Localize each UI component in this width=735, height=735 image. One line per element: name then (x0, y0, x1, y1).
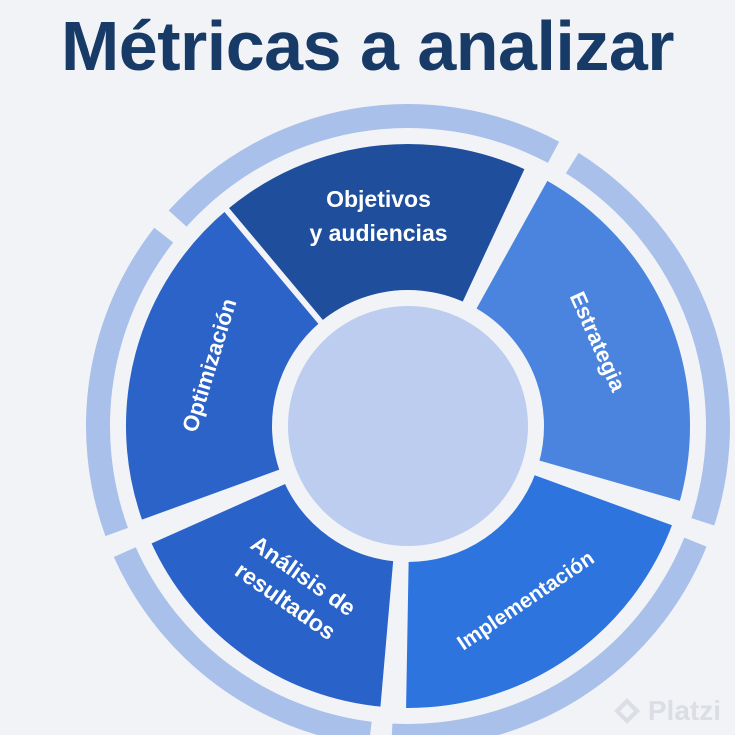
inner-segments (120, 138, 696, 714)
watermark-text: Platzi (647, 695, 721, 726)
platzi-logo-icon (613, 698, 640, 724)
page-title: Métricas a analizar (60, 7, 675, 85)
outer-ring (85, 104, 730, 735)
outer-ring-arc (565, 152, 730, 526)
center-circle (282, 300, 534, 552)
outer-ring-arc (391, 537, 707, 735)
watermark: Platzi (612, 695, 721, 727)
segment-implementacion (400, 468, 679, 714)
outer-ring-arc (113, 547, 372, 735)
outer-ring-arc (168, 104, 560, 227)
segment-optimizacion (120, 204, 326, 527)
segment-estrategia (469, 173, 696, 508)
outer-ring-arc (85, 227, 174, 537)
segment-analisis (144, 477, 400, 713)
